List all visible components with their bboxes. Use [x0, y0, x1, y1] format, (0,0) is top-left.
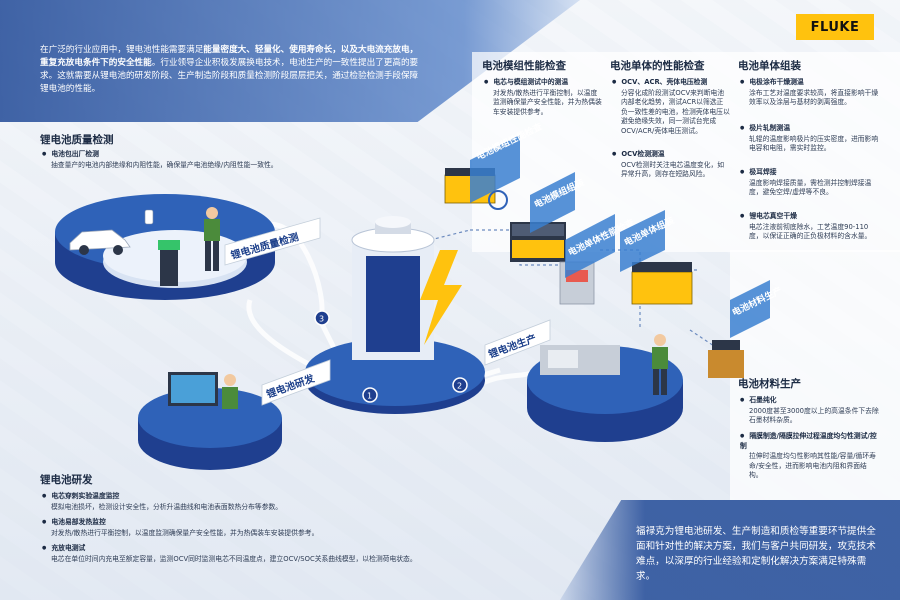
assembly-title: 电池单体组装 — [738, 60, 801, 72]
quality-item-1: 电池包出厂检测 抽查量产的电池内部绝缘和内阻性能，确保量产电池绝缘/内阻性能一致… — [42, 150, 342, 170]
quality-item-1-title: 电池包出厂检测 — [42, 150, 342, 160]
module-item-1-desc: 对发热/散热进行平衡控制，以温度监测确保量产安全性能，并为热偶装车安装提供参考。 — [493, 88, 602, 116]
assembly-item-2: 极片轧制测温 轧辊的温度影响极片的压实密度，进而影响电容和电阻，需实时监控。 — [740, 124, 880, 154]
assembly-item-3-desc: 温度影响焊接质量，需检测并控制焊接温度，避免空焊/虚焊等不良。 — [749, 178, 872, 197]
closing-banner — [560, 500, 900, 600]
assembly-item-2-title: 极片轧制测温 — [740, 124, 880, 134]
intro-rest: 。行业领导企业积极发展换电技术，电池生产的一致性提出了更高的要求。这就需要从锂电… — [40, 58, 419, 94]
rnd-item-1: 电芯穿刺实验温度监控 模拟电池损坏，检测设计安全性，分析升温曲线和电池表面数热分… — [42, 492, 422, 512]
intro-bold: 能量密度大、轻量化、使用寿命长，以及大电流充放电，重复充放电条件下的安全性能 — [40, 45, 419, 68]
material-item-2-desc: 拉伸时温度均匀性影响其性能/容量/循环寿命/安全性，进而影响电池内阻和界面结构。 — [749, 452, 876, 480]
assembly-item-1: 电极涂布干燥测温 涂布工艺对温度要求较高，将直接影响干燥效率以及涂层与基材的剥离… — [740, 78, 880, 108]
cell-title: 电池单体的性能检查 — [610, 60, 705, 72]
production-platform — [527, 334, 683, 442]
assembly-item-4-desc: 电芯注液前彻底除水，工艺温度90-110度，以保证正确的正负极材料的含水量。 — [749, 222, 872, 241]
cell-item-1: OCV、ACR、壳体电压检测 分容化成阶段测试OCV来判断电池内部老化趋势，测试… — [612, 78, 730, 137]
assembly-item-1-title: 电极涂布干燥测温 — [740, 78, 880, 88]
quality-item-1-desc: 抽查量产的电池内部绝缘和内阻性能，确保量产电池绝缘/内阻性能一致性。 — [51, 160, 278, 169]
intro-lead: 在广泛的行业应用中，锂电池性能需要满足 — [40, 45, 204, 55]
rnd-item-2-title: 电池易部发热监控 — [42, 518, 422, 528]
assembly-item-3: 极耳焊接 温度影响焊接质量，需检测并控制焊接温度，避免空焊/虚焊等不良。 — [740, 168, 880, 198]
module-title: 电池模组性能检查 — [482, 60, 566, 72]
cell-item-2-title: OCV检测测温 — [612, 150, 730, 160]
material-item-2-title: 隔膜制造/隔膜拉伸过程温度均匀性测试/控制 — [740, 432, 880, 451]
module-item-1: 电芯与模组测试中的测温 对发热/散热进行平衡控制，以温度监测确保量产安全性能，并… — [484, 78, 602, 117]
rnd-item-3: 充放电测试 电芯在单位时间内充电至额定容量，监测OCV同时监测电芯不同温度点，建… — [42, 544, 422, 564]
cell-assembly-battery — [631, 262, 693, 305]
material-item-1-desc: 2000度甚至3000度以上的高温条件下去除石墨材料杂质。 — [749, 406, 879, 425]
cell-item-1-desc: 分容化成阶段测试OCV来判断电池内部老化趋势，测试ACR以筛选正负一致性差的电池… — [621, 88, 730, 135]
material-item-1-title: 石墨纯化 — [740, 396, 880, 406]
assembly-item-3-title: 极耳焊接 — [740, 168, 880, 178]
label-module-check: 电池模组性能检查 — [470, 120, 545, 203]
material-rolls — [708, 340, 744, 378]
rnd-item-2-desc: 对发热/散热进行平衡控制，以温度监测确保量产安全性能，并为热偶装车安装提供参考。 — [51, 528, 319, 537]
assembly-item-2-desc: 轧辊的温度影响极片的压实密度，进而影响电容和电阻，需实时监控。 — [749, 134, 879, 153]
step-marker-3: 3 — [314, 310, 330, 326]
closing-text: 福禄克为锂电池研发、生产制造和质检等重要环节提供全面和针对性的解决方案，我们与客… — [636, 526, 876, 582]
module-item-1-title: 电芯与模组测试中的测温 — [484, 78, 602, 88]
step-marker-2: 2 — [452, 377, 468, 393]
rnd-platform — [138, 372, 282, 470]
rnd-item-3-title: 充放电测试 — [42, 544, 422, 554]
step-marker-3-text: 3 — [319, 315, 324, 324]
rnd-item-2: 电池易部发热监控 对发热/散热进行平衡控制，以温度监测确保量产安全性能，并为热偶… — [42, 518, 422, 538]
material-title: 电池材料生产 — [738, 378, 801, 390]
assembly-item-1-desc: 涂布工艺对温度要求较高，将直接影响干燥效率以及涂层与基材的剥离强度。 — [749, 88, 879, 107]
intro-text: 在广泛的行业应用中，锂电池性能需要满足能量密度大、轻量化、使用寿命长，以及大电流… — [40, 44, 420, 96]
step-marker-1-text: 1 — [367, 392, 372, 401]
material-item-2: 隔膜制造/隔膜拉伸过程温度均匀性测试/控制 拉伸时温度均匀性影响其性能/容量/循… — [740, 432, 880, 481]
quality-title: 锂电池质量检测 — [40, 134, 114, 146]
rnd-item-1-desc: 模拟电池损坏，检测设计安全性，分析升温曲线和电池表面数热分布等参数。 — [51, 502, 283, 511]
rnd-item-1-title: 电芯穿刺实验温度监控 — [42, 492, 422, 502]
battery-illustration — [305, 216, 485, 414]
material-item-1: 石墨纯化 2000度甚至3000度以上的高温条件下去除石墨材料杂质。 — [740, 396, 880, 426]
label-material: 电池材料生产 — [730, 280, 784, 338]
rnd-title: 锂电池研发 — [40, 474, 93, 486]
rnd-item-3-desc: 电芯在单位时间内充电至额定容量，监测OCV同时监测电芯不同温度点，建立OCV/S… — [51, 554, 417, 563]
assembly-item-4: 锂电芯真空干燥 电芯注液前彻底除水，工艺温度90-110度，以保证正确的正负极材… — [740, 212, 880, 242]
cell-item-2: OCV检测测温 OCV检测时关注电芯温度变化，如异常升高，则存在短路风险。 — [612, 150, 730, 180]
step-marker-1: 1 — [362, 387, 378, 403]
cell-item-1-title: OCV、ACR、壳体电压检测 — [612, 78, 730, 88]
assembly-item-4-title: 锂电芯真空干燥 — [740, 212, 880, 222]
cell-item-2-desc: OCV检测时关注电芯温度变化，如异常升高，则存在短路风险。 — [621, 160, 725, 179]
fluke-logo: FLUKE — [796, 14, 874, 40]
step-marker-2-text: 2 — [457, 382, 462, 391]
